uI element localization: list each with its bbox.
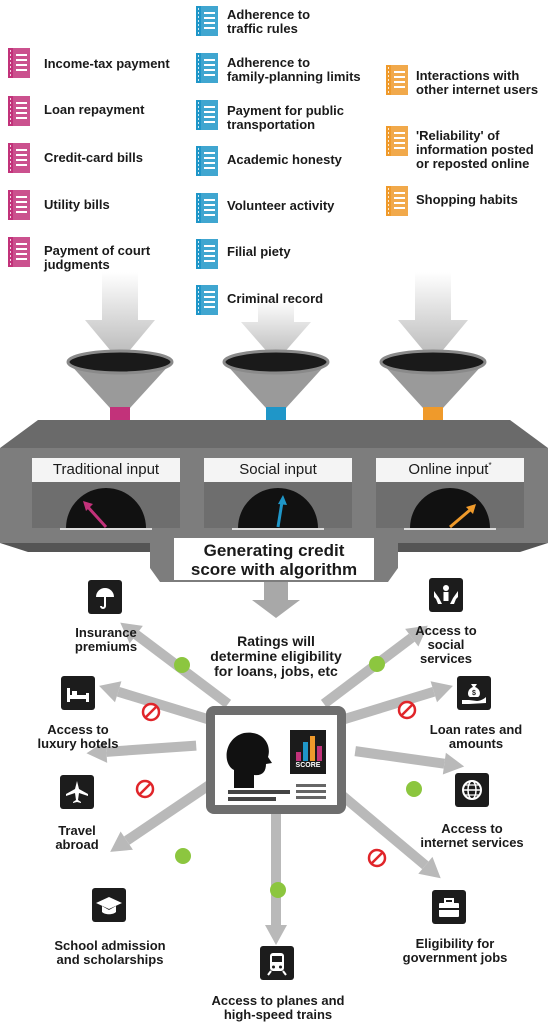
document-icon: [386, 65, 408, 95]
ok-marker-insurance: [174, 657, 190, 673]
social-flow-arrow: [241, 300, 311, 362]
radiating-arrows: [86, 622, 465, 945]
input-court-judgments: Payment of court judgments: [44, 243, 151, 272]
document-icon: [8, 143, 30, 173]
input-shopping: Shopping habits: [416, 192, 518, 207]
monitor: [206, 706, 346, 814]
outcome-social-services: Access to social services: [415, 623, 477, 666]
input-income-tax: Income-tax payment: [44, 56, 170, 71]
document-icon: [8, 96, 30, 126]
score-label: SCORE: [295, 762, 321, 769]
document-icon: [386, 126, 408, 156]
input-loan-repayment: Loan repayment: [44, 102, 145, 117]
document-icon: [386, 186, 408, 216]
outcome-loans: Loan rates and amounts: [429, 722, 523, 751]
input-filial-piety: Filial piety: [227, 244, 291, 259]
document-icon: [196, 6, 218, 36]
input-credit-card: Credit-card bills: [44, 150, 143, 165]
ban-marker-loans: [397, 700, 417, 720]
document-icon: [196, 239, 218, 269]
document-icon: [196, 285, 218, 315]
outcome-school: School admission and scholarships: [54, 938, 166, 967]
bed-icon: [61, 676, 95, 710]
online-input-text: Online input: [408, 461, 489, 478]
social-funnel: [222, 349, 330, 429]
input-utility-bills: Utility bills: [44, 197, 110, 212]
input-public-transport: Payment for public transportation: [227, 103, 345, 132]
money-bag-icon: $: [457, 676, 491, 710]
briefcase-icon: [432, 890, 466, 924]
social-input-label: Social input: [239, 461, 317, 478]
train-icon: [260, 946, 294, 980]
document-icon: [196, 193, 218, 223]
outcome-internet: Access to internet services: [420, 821, 524, 850]
document-icon: [8, 48, 30, 78]
ok-marker-school: [175, 848, 191, 864]
online-input-footnote-mark: *: [488, 461, 492, 470]
outcome-hotels: Access to luxury hotels: [37, 722, 119, 751]
ban-marker-gov-jobs: [367, 848, 387, 868]
traditional-input-label: Traditional input: [52, 461, 160, 478]
outcome-gov-jobs: Eligibility for government jobs: [402, 936, 508, 965]
ok-marker-social: [369, 656, 385, 672]
ok-marker-internet: [406, 781, 422, 797]
traditional-flow-arrow: [85, 272, 155, 362]
social-gauge: [204, 458, 352, 530]
traditional-gauge: [32, 458, 180, 530]
online-input-label: Online input*: [376, 461, 524, 478]
ok-marker-trains: [270, 882, 286, 898]
document-icon: [8, 237, 30, 267]
globe-icon: [455, 773, 489, 807]
input-academic-honesty: Academic honesty: [227, 152, 342, 167]
svg-text:$: $: [472, 690, 476, 697]
online-gauge: [376, 458, 524, 530]
machine-top: [0, 420, 548, 448]
input-family-planning: Adherence to family-planning limits: [227, 55, 361, 84]
outcome-trains: Access to planes and high-speed trains: [211, 993, 345, 1022]
airplane-icon: [60, 775, 94, 809]
ban-marker-travel: [135, 779, 155, 799]
ratings-label: Ratings will determine eligibility for l…: [210, 633, 342, 679]
input-volunteer: Volunteer activity: [227, 198, 335, 213]
document-icon: [196, 100, 218, 130]
document-icon: [8, 190, 30, 220]
ratings-arrow: [252, 582, 300, 618]
traditional-funnel: [66, 349, 174, 429]
input-reliability: 'Reliability' of information posted or r…: [416, 128, 534, 171]
online-funnel: [379, 349, 487, 429]
algorithm-label: Generating credit score with algorithm: [190, 541, 358, 579]
person-head-icon: [226, 732, 272, 788]
ban-marker-hotels: [141, 702, 161, 722]
umbrella-icon: [88, 580, 122, 614]
graduation-cap-icon: [92, 888, 126, 922]
online-flow-arrow: [398, 272, 468, 362]
input-criminal-record: Criminal record: [227, 291, 324, 306]
document-icon: [196, 53, 218, 83]
social-care-icon: [429, 578, 463, 612]
input-internet-interactions: Interactions with other internet users: [416, 68, 539, 97]
document-icon: [196, 146, 218, 176]
outcome-travel: Travel abroad: [55, 823, 99, 852]
input-traffic-rules: Adherence to traffic rules: [227, 7, 311, 36]
outcome-insurance: Insurance premiums: [74, 625, 138, 654]
